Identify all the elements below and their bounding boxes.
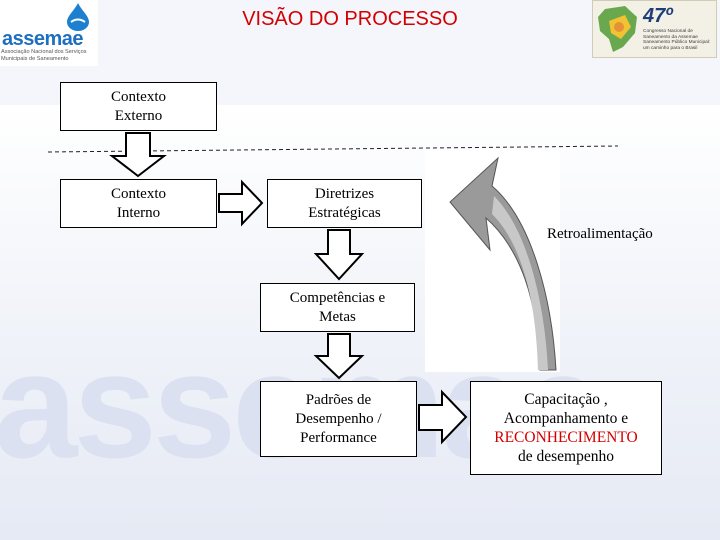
- node-line: Capacitação ,: [524, 391, 608, 408]
- node-line: Desempenho /: [295, 410, 382, 427]
- node-line: Metas: [319, 308, 356, 325]
- congress-logo: 47º Congresso Nacional de Saneamento da …: [592, 0, 717, 58]
- arrow-external-to-internal: [109, 132, 167, 178]
- node-line: Padrões de: [305, 391, 372, 408]
- arrow-standards-to-recognition: [418, 389, 468, 445]
- feedback-arrow-highlight: [492, 196, 548, 370]
- logo-tagline: Associação Nacional dos Serviços Municip…: [1, 49, 87, 62]
- node-diretrizes-estrategicas: Diretrizes Estratégicas: [267, 179, 422, 228]
- node-line: Diretrizes: [314, 185, 375, 202]
- node-padroes-desempenho: Padrões de Desempenho / Performance: [260, 381, 417, 457]
- arrow-strategic-to-competences: [313, 229, 365, 281]
- congress-line: Saneamento Público Municipal:: [643, 40, 711, 46]
- logo-brand-text: assemae: [2, 28, 84, 50]
- node-line-highlight: RECONHECIMENTO: [494, 429, 638, 446]
- congress-number: 47º: [643, 5, 673, 27]
- node-line: Externo: [114, 107, 163, 124]
- node-line: Performance: [300, 429, 377, 446]
- slide-title: VISÃO DO PROCESSO: [242, 8, 458, 30]
- node-line: de desempenho: [518, 448, 614, 465]
- arrow-competences-to-standards: [313, 333, 365, 380]
- node-contexto-interno: Contexto Interno: [60, 179, 217, 228]
- node-line: Interno: [116, 204, 161, 221]
- node-capacitacao-reconhecimento: Capacitação , Acompanhamento e RECONHECI…: [470, 381, 662, 475]
- node-competencias-metas: Competências e Metas: [260, 283, 415, 332]
- node-contexto-externo: Contexto Externo: [60, 82, 217, 131]
- node-line: Estratégicas: [308, 204, 381, 221]
- congress-line: Saneamento da Assemae: [643, 34, 698, 40]
- node-line: Acompanhamento e: [503, 410, 629, 427]
- brazil-map-icon: [598, 6, 637, 52]
- congress-line: um caminho para o Brasil: [643, 45, 698, 51]
- congress-text: Congresso Nacional de Saneamento da Asse…: [643, 29, 715, 51]
- arrow-internal-to-strategic: [218, 179, 264, 227]
- congress-line: Congresso Nacional de: [643, 29, 693, 34]
- node-line: Contexto: [111, 88, 166, 105]
- node-line: Competências e: [289, 289, 386, 306]
- node-line: Contexto: [111, 185, 166, 202]
- assemae-logo: assemae Associação Nacional dos Serviços…: [0, 0, 98, 66]
- feedback-label: Retroalimentação: [547, 226, 653, 242]
- water-drop-icon: [67, 3, 89, 31]
